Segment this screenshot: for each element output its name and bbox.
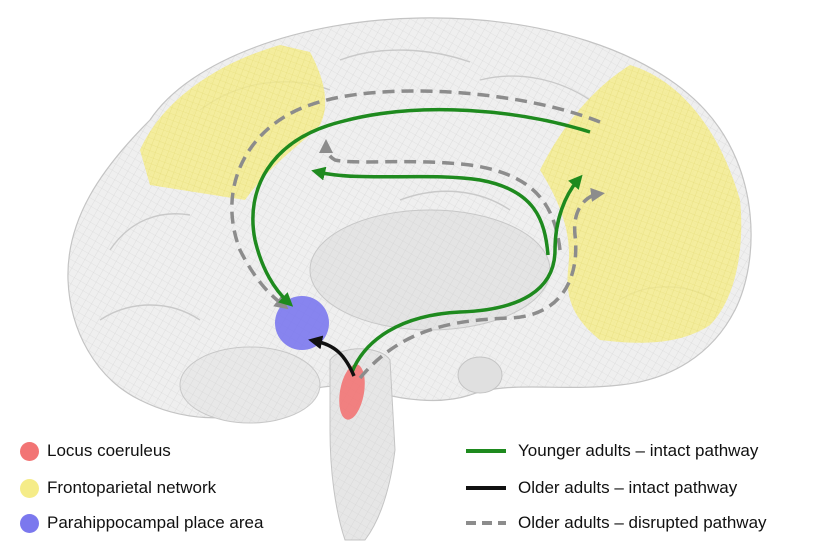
legend-item-frontoparietal: Frontoparietal network [20,478,216,498]
solid-black-line-swatch [466,486,506,490]
legend-label: Older adults – disrupted pathway [518,513,767,533]
legend-item-older-disrupted: Older adults – disrupted pathway [466,513,767,533]
solid-green-line-swatch [466,449,506,453]
legend-item-parahippocampal: Parahippocampal place area [20,513,263,533]
legend-label: Younger adults – intact pathway [518,441,758,461]
parahippocampal-swatch [20,514,39,533]
legend-label: Parahippocampal place area [47,513,263,533]
legend-label: Locus coeruleus [47,441,171,461]
legend-label: Older adults – intact pathway [518,478,737,498]
legend-item-older-intact: Older adults – intact pathway [466,478,737,498]
locus-coeruleus-swatch [20,442,39,461]
legend-item-locus-coeruleus: Locus coeruleus [20,441,171,461]
dashed-grey-line-swatch [466,521,506,525]
legend-item-younger-intact: Younger adults – intact pathway [466,441,758,461]
frontoparietal-swatch [20,479,39,498]
legend-label: Frontoparietal network [47,478,216,498]
